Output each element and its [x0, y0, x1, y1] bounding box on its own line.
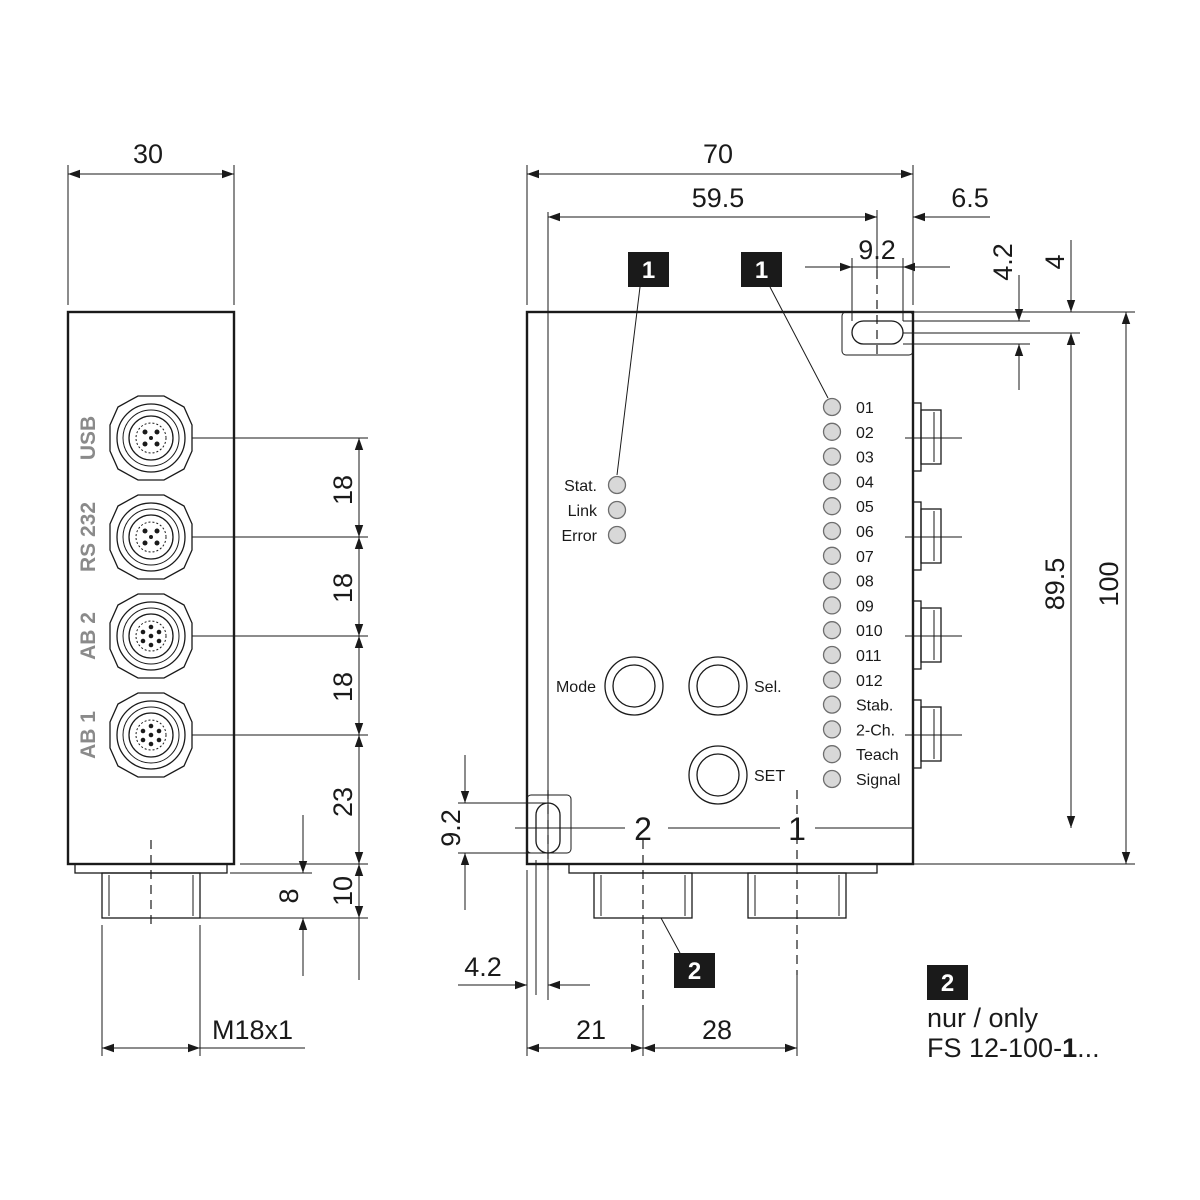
status-led-label-stat: Stat. [564, 478, 597, 495]
mode-button[interactable] [604, 656, 664, 716]
status-led-3 [607, 525, 627, 545]
bottom-connector-2 [593, 840, 693, 1010]
svg-text:1: 1 [755, 257, 768, 284]
io-led-label: 011 [856, 648, 882, 665]
callout-2: 2 [660, 917, 715, 988]
io-led-label: 06 [856, 524, 874, 541]
status-led-1 [607, 475, 627, 495]
io-led-11 [822, 645, 842, 665]
right-connectors [905, 402, 962, 769]
mounting-slot-bottom [526, 790, 572, 870]
dim-right-offset: 6.5 [951, 183, 989, 213]
dim-left-slot-height: 9.2 [436, 809, 466, 847]
io-led-label: 09 [856, 598, 874, 615]
io-led-13 [822, 695, 842, 714]
port-label-rs232: RS 232 [77, 502, 100, 572]
dim-bottom-28: 28 [702, 1015, 732, 1045]
port-label-ab2: AB 2 [77, 612, 100, 660]
dim-slot-width: 9.2 [858, 235, 896, 265]
dim-inner-width: 59.5 [692, 183, 745, 213]
status-led-label-error: Error [561, 528, 597, 545]
io-led-14 [822, 720, 842, 739]
io-led-12 [822, 670, 842, 689]
front-base [568, 863, 878, 874]
io-led-label: 2-Ch. [856, 722, 895, 739]
connector-number-1: 1 [788, 811, 806, 847]
io-led-15 [822, 745, 842, 764]
front-view: 2 1 Stat. Link Error 0102030405060708090… [436, 139, 1135, 1056]
svg-text:2: 2 [688, 958, 701, 985]
io-led-label: 03 [856, 450, 874, 467]
io-led-label: 010 [856, 623, 883, 640]
io-led-3 [822, 447, 842, 466]
io-led-label: Stab. [856, 698, 893, 715]
dim-hole-spacing: 89.5 [1040, 558, 1070, 611]
io-led-label: 01 [856, 400, 874, 417]
side-port-ab1 [109, 692, 193, 778]
io-led-8 [822, 571, 842, 590]
io-led-4 [822, 472, 842, 491]
note-badge [927, 965, 968, 1000]
note-line-1: nur / only [927, 1003, 1039, 1033]
io-led-7 [822, 546, 842, 565]
side-port-usb [109, 395, 193, 481]
variant-note: 2 nur / only FS 12-100-1... [927, 965, 1100, 1063]
side-thread-stub [101, 872, 201, 919]
side-width-dim: 30 [133, 139, 163, 169]
dim-bottom-21: 21 [576, 1015, 606, 1045]
status-led-label-link: Link [568, 503, 598, 520]
set-button-label: SET [754, 768, 785, 785]
dim-top-offset: 4 [1040, 254, 1070, 269]
dim-spacing-4: 23 [328, 787, 358, 817]
io-led-9 [822, 596, 842, 615]
status-led-2 [607, 500, 627, 520]
status-led-group: Stat. Link Error [561, 475, 627, 545]
note-line-2: FS 12-100-1... [927, 1033, 1100, 1063]
mode-button-label: Mode [556, 679, 596, 696]
dim-thread: M18x1 [212, 1015, 293, 1045]
io-led-label: 08 [856, 574, 874, 591]
dim-width: 70 [703, 139, 733, 169]
bottom-connector-1 [747, 790, 847, 975]
io-led-label: Teach [856, 747, 899, 764]
sel-button[interactable] [688, 656, 748, 716]
dim-slot-height: 4.2 [988, 243, 1018, 281]
io-led-6 [822, 521, 842, 541]
dim-connector-height: 8 [274, 888, 304, 903]
side-port-rs232 [109, 494, 193, 580]
connector-number-2: 2 [634, 811, 652, 847]
io-led-10 [822, 621, 842, 640]
callout-1-left: 1 [616, 252, 669, 476]
io-led-label: 02 [856, 425, 874, 442]
dim-spacing-3: 18 [328, 672, 358, 702]
io-led-label: 04 [856, 474, 874, 491]
io-led-label: 07 [856, 549, 874, 566]
side-housing [66, 310, 236, 866]
note-badge-text: 2 [941, 970, 954, 997]
dim-base-height: 10 [328, 876, 358, 906]
io-led-1 [822, 397, 842, 417]
port-label-usb: USB [77, 416, 100, 460]
dim-spacing-1: 18 [328, 475, 358, 505]
io-led-16 [822, 769, 842, 789]
io-led-label: 012 [856, 673, 883, 690]
sel-button-label: Sel. [754, 679, 782, 696]
dim-spacing-2: 18 [328, 573, 358, 603]
svg-text:1: 1 [642, 257, 655, 284]
mounting-slot-top [841, 270, 914, 360]
dim-left-slot-offset: 4.2 [464, 952, 502, 982]
dim-height: 100 [1094, 561, 1124, 606]
io-led-5 [822, 497, 842, 516]
set-button[interactable] [688, 745, 748, 805]
callout-1-right: 1 [741, 252, 829, 399]
port-label-ab1: AB 1 [77, 711, 100, 759]
side-view: 30 [66, 139, 368, 1056]
io-led-label: Signal [856, 772, 900, 789]
io-led-label: 05 [856, 499, 874, 516]
side-port-ab2 [109, 593, 193, 679]
io-led-2 [822, 422, 842, 441]
